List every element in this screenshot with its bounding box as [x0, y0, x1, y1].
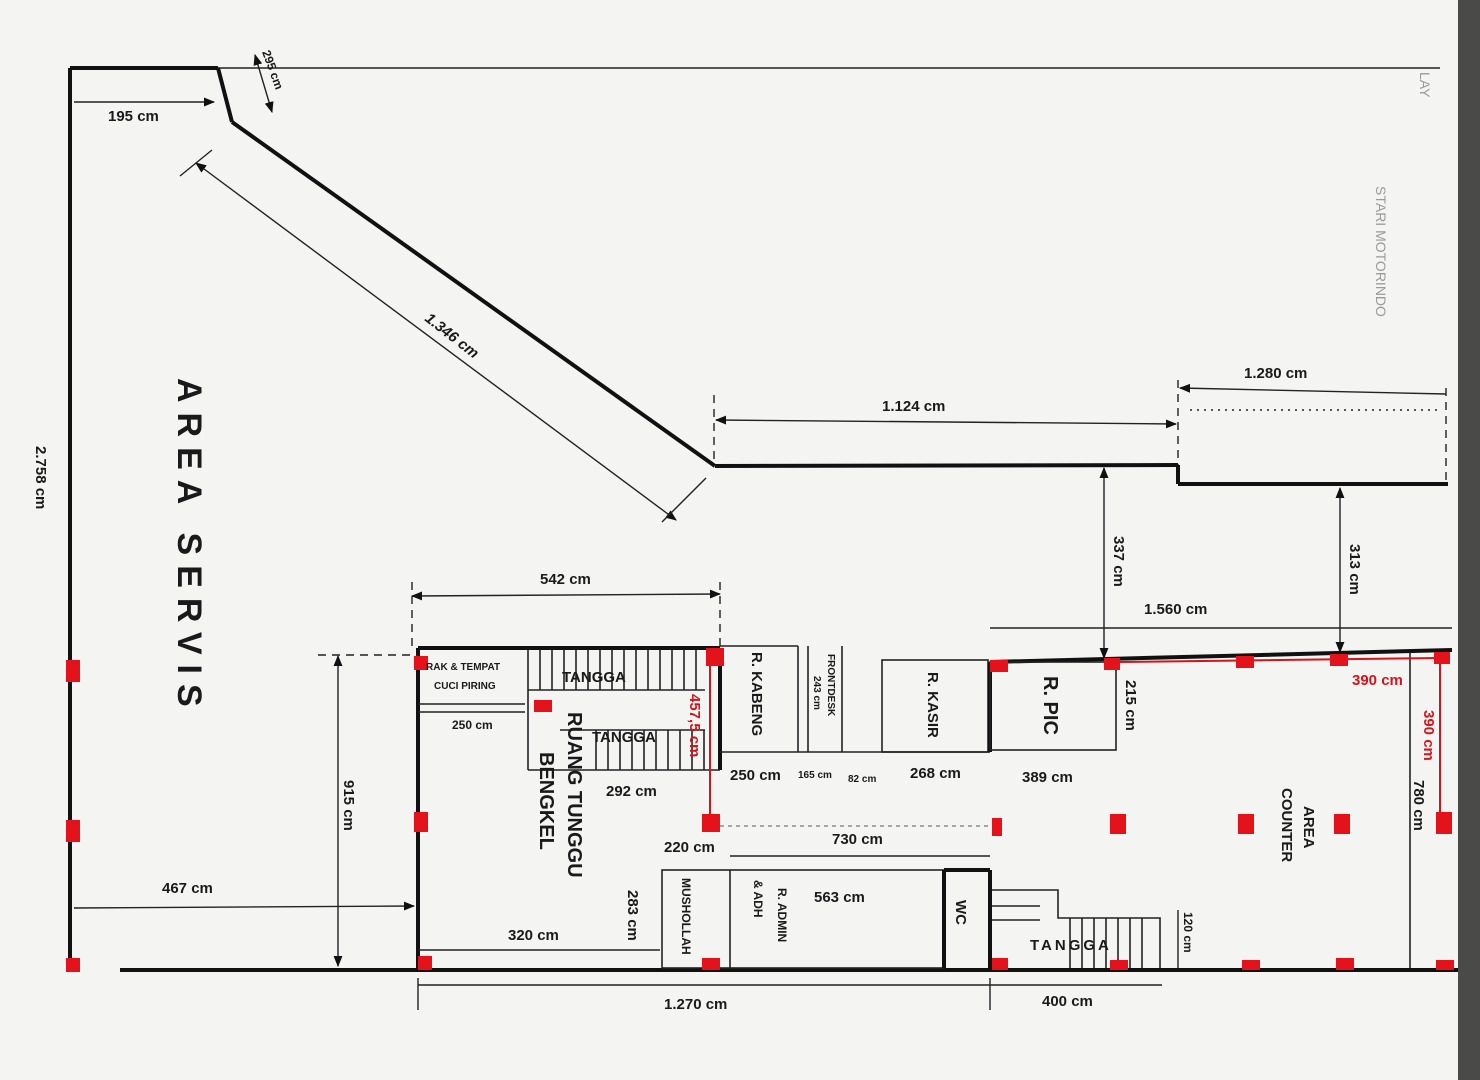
r-admin-label-2: & ADH [751, 880, 765, 918]
dim-268: 268 cm [910, 765, 961, 782]
column [1110, 960, 1128, 970]
dim-292: 292 cm [606, 783, 657, 800]
column [1236, 656, 1254, 668]
plan-labels: AREA SERVIS 2.758 cm 195 cm 295 cm 1.346… [32, 48, 1437, 1013]
structural-columns [66, 648, 1454, 972]
tangga-bottom-label: TANGGA [1030, 937, 1112, 954]
building-walls [416, 645, 1453, 970]
column [702, 958, 720, 970]
column [702, 814, 720, 832]
dim-165: 165 cm [798, 770, 832, 781]
frontdesk-label: FRONTDESK [825, 654, 836, 717]
dim-250-kabeng: 250 cm [730, 767, 781, 784]
column [66, 660, 80, 682]
dim-542: 542 cm [540, 571, 591, 588]
column [992, 818, 1002, 836]
column [990, 660, 1008, 672]
ruang-tunggu-label-2: BENGKEL [535, 752, 557, 850]
rak-label-1: RAK & TEMPAT [426, 662, 500, 673]
column [992, 958, 1008, 970]
area-counter-label-2: COUNTER [1278, 788, 1295, 862]
dim-195: 195 cm [108, 108, 159, 125]
dim-1280: 1.280 cm [1244, 365, 1307, 382]
column [1110, 814, 1126, 834]
column [66, 958, 80, 972]
column [1238, 814, 1254, 834]
dim-250-rak: 250 cm [452, 718, 493, 732]
column [66, 820, 80, 842]
scan-edge [1458, 0, 1480, 1080]
r-admin-label-1: R. ADMIN [775, 888, 789, 942]
side-title-1: LAY [1417, 72, 1433, 98]
dim-1270: 1.270 cm [664, 996, 727, 1013]
stairs-top [527, 650, 720, 771]
r-pic-label: R. PIC [1039, 676, 1061, 735]
column [706, 648, 724, 666]
column [1242, 960, 1260, 970]
dim-120: 120 cm [1181, 912, 1195, 953]
stairs-bottom [992, 889, 1161, 968]
total-depth-label: 2.758 cm [32, 446, 49, 509]
column [1334, 814, 1350, 834]
dim-563: 563 cm [814, 889, 865, 906]
dim-313: 313 cm [1346, 544, 1363, 595]
musholah-label: MUSHOLLAH [679, 878, 693, 955]
dim-390-h: 390 cm [1352, 672, 1403, 689]
dim-320: 320 cm [508, 927, 559, 944]
column [1104, 658, 1120, 670]
ruang-tunggu-label-1: RUANG TUNGGU [563, 712, 585, 878]
dim-220: 220 cm [664, 839, 715, 856]
area-servis-label: AREA SERVIS [170, 378, 208, 717]
r-kabeng-label: R. KABENG [748, 652, 765, 736]
area-counter-label-1: AREA [1300, 806, 1317, 849]
dim-82: 82 cm [848, 774, 876, 785]
dim-337: 337 cm [1110, 536, 1127, 587]
dim-215: 215 cm [1122, 680, 1139, 731]
side-title-2: STARI MOTORINDO [1373, 186, 1389, 317]
dim-389: 389 cm [1022, 769, 1073, 786]
column [414, 812, 428, 832]
column [534, 700, 552, 712]
column [1336, 958, 1354, 970]
column [418, 956, 432, 970]
dim-457: 457,5 cm [686, 694, 703, 757]
r-kasir-label: R. KASIR [924, 672, 941, 738]
dim-467: 467 cm [162, 880, 213, 897]
dim-915: 915 cm [340, 780, 357, 831]
tangga-top-label: TANGGA [562, 669, 626, 686]
dim-780: 780 cm [1410, 780, 1427, 831]
wc-label: WC [952, 900, 969, 925]
rak-label-2: CUCI PIRING [434, 681, 496, 692]
dim-243: 243 cm [811, 676, 822, 710]
dim-1124: 1.124 cm [882, 398, 945, 415]
column [1330, 654, 1348, 666]
dim-283: 283 cm [624, 890, 641, 941]
dim-730: 730 cm [832, 831, 883, 848]
dim-390-v: 390 cm [1420, 710, 1437, 761]
dim-1560: 1.560 cm [1144, 601, 1207, 618]
dim-400: 400 cm [1042, 993, 1093, 1010]
column [414, 656, 428, 670]
dim-1346: 1.346 cm [422, 310, 482, 362]
column [1436, 960, 1454, 970]
dimension-lines [73, 53, 1452, 1010]
column [1434, 652, 1450, 664]
column [1436, 812, 1452, 834]
site-boundary [68, 66, 1458, 972]
tangga-mid-label: TANGGA [592, 729, 656, 746]
